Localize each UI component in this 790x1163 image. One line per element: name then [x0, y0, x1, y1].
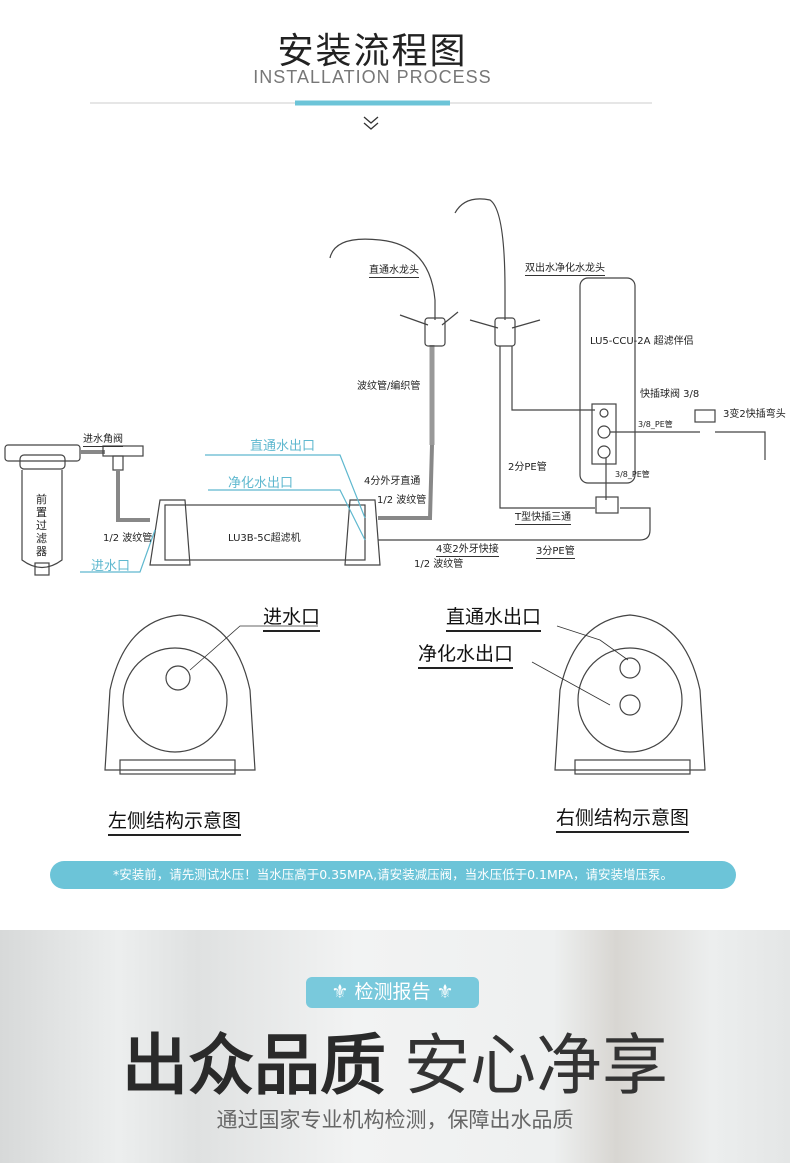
headline-bold: 出众品质 — [122, 1027, 386, 1104]
label-bellows-b: 1/2 波纹管 — [103, 533, 153, 544]
label-pe-3: 3分PE管 — [536, 542, 575, 559]
label-companion-unit: LU5-CCU-2A 超滤伴侣 — [590, 336, 694, 347]
report-tagline: 通过国家专业机构检测，保障出水品质 — [216, 1108, 574, 1132]
left-side-caption: 左侧结构示意图 — [108, 806, 242, 836]
left-side-view-illustration — [104, 614, 256, 775]
page-title: 安装流程图 — [277, 31, 468, 72]
installation-diagram — [4, 100, 766, 775]
fleur-icon: ⚜ — [430, 981, 454, 1003]
label-bellows-c: 1/2 波纹管 — [414, 559, 464, 570]
label-main-unit: LU3B-5C超滤机 — [228, 533, 301, 544]
label-angle-valve: 进水角阀 — [83, 430, 123, 447]
label-direct-faucet: 直通水龙头 — [369, 261, 419, 278]
label-straight-connector: 4分外牙直通 — [364, 476, 421, 487]
label-dual-faucet: 双出水净化水龙头 — [525, 259, 605, 276]
label-direct-outlet: 直通水出口 — [250, 439, 316, 454]
label-tee: T型快插三通 — [515, 508, 572, 525]
right-side-view-illustration — [554, 614, 706, 775]
label-pure-outlet: 净化水出口 — [228, 476, 294, 491]
pressure-notice: *安装前，请先测试水压！当水压高于0.35MPA,请安装减压阀，当水压低于0.1… — [50, 861, 736, 889]
side-label-direct-outlet: 直通水出口 — [446, 602, 542, 632]
report-badge-label: 检测报告 — [354, 981, 431, 1003]
main-unit-illustration — [149, 499, 381, 566]
chevron-down-icon — [363, 116, 379, 130]
label-elbow: 3变2快插弯头 — [723, 409, 786, 420]
label-adapter: 4变2外牙快接 — [436, 540, 499, 557]
label-braided-hose: 波纹管/编织管 — [357, 381, 421, 392]
report-badge: ⚜ 检测报告 ⚜ — [306, 977, 479, 1008]
label-bellows-a: 1/2 波纹管 — [377, 495, 427, 506]
side-label-pure-outlet: 净化水出口 — [418, 639, 514, 669]
right-side-caption: 右侧结构示意图 — [556, 803, 690, 833]
fleur-icon: ⚜ — [331, 981, 355, 1003]
dual-faucet-illustration — [454, 198, 595, 509]
page-subtitle: INSTALLATION PROCESS — [253, 67, 492, 87]
headline-light: 安心净享 — [404, 1027, 668, 1104]
label-inlet: 进水口 — [91, 559, 131, 574]
direct-faucet-illustration — [329, 238, 459, 347]
companion-unit-illustration — [579, 277, 766, 514]
label-pe-38-b: 3/8_PE管 — [615, 470, 650, 479]
prefilter-illustration — [4, 444, 81, 576]
label-pe-38-a: 3/8_PE管 — [638, 420, 673, 429]
label-pe-2: 2分PE管 — [508, 462, 547, 473]
report-banner-background — [0, 930, 790, 1163]
label-prefilter: 前置过滤器 — [36, 493, 47, 558]
angle-valve-illustration — [80, 445, 150, 522]
side-label-inlet: 进水口 — [263, 602, 321, 632]
report-headline: 出众品质安心净享 — [0, 1012, 790, 1108]
label-ball-valve: 快插球阀 3/8 — [640, 389, 700, 400]
